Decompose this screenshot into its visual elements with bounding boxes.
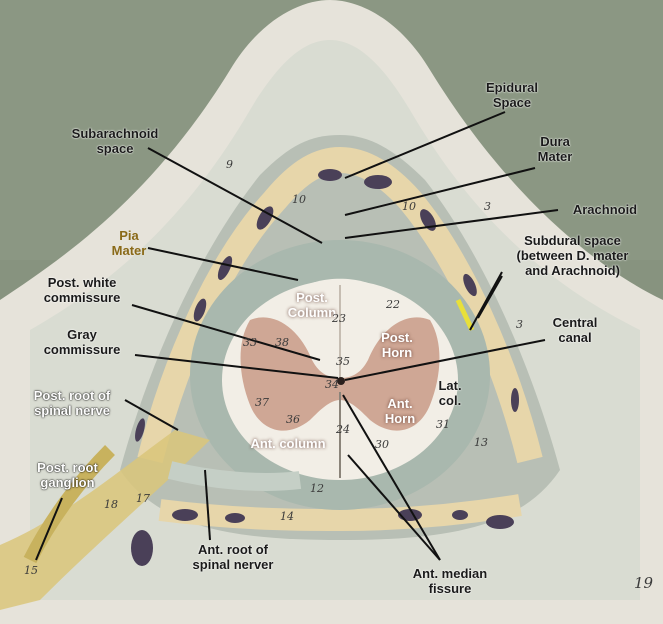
model-number: 34: [325, 378, 339, 391]
model-number: 38: [275, 336, 289, 349]
model-number: 36: [286, 413, 300, 426]
label-ant-root-spinal-nerve: Ant. root of spinal nerver: [192, 542, 274, 572]
model-number: 24: [336, 423, 350, 436]
model-number: 35: [336, 355, 350, 368]
label-post-horn: Post. Horn: [381, 330, 413, 360]
label-post-column: Post. Column: [287, 290, 337, 320]
gray-matter: [240, 317, 440, 431]
model-number: 10: [292, 193, 306, 206]
model-number: 31: [436, 418, 450, 431]
model-number: 13: [474, 436, 488, 449]
label-ant-median-fissure: Ant. median fissure: [412, 566, 488, 596]
label-dura-mater: Dura Mater: [537, 134, 573, 164]
label-subarachnoid-space: Subarachnoid space: [71, 126, 159, 156]
label-post-white-commissure: Post. white commissure: [43, 275, 121, 305]
model-number: 17: [136, 492, 150, 505]
model-number: 22: [386, 298, 400, 311]
label-subdural-space: Subdural space (between D. mater and Ara…: [516, 233, 629, 278]
label-pia-mater: Pia Mater: [111, 228, 147, 258]
label-ant-horn: Ant. Horn: [384, 396, 416, 426]
label-arachnoid: Arachnoid: [572, 202, 638, 217]
label-central-canal: Central canal: [552, 315, 598, 345]
model-number: 14: [280, 510, 294, 523]
model-number: 37: [255, 396, 269, 409]
model-number: 23: [332, 312, 346, 325]
label-epidural-space: Epidural Space: [485, 80, 538, 110]
model-number: 33: [243, 336, 257, 349]
label-lat-col: Lat. col.: [438, 378, 462, 408]
label-post-root-ganglion: Post. root ganglion: [37, 460, 98, 490]
model-number: 19: [634, 574, 654, 592]
label-post-root-spinal-nerve: Post. root of spinal nerve: [33, 388, 111, 418]
model-number: 18: [104, 498, 118, 511]
model-number: 12: [310, 482, 324, 495]
model-number: 30: [375, 438, 389, 451]
model-number: 10: [402, 200, 416, 213]
model-number: 9: [226, 158, 233, 171]
model-number: 3: [484, 200, 491, 213]
label-gray-commissure: Gray commissure: [43, 327, 121, 357]
model-number: 3: [516, 318, 523, 331]
model-number: 15: [24, 564, 38, 577]
central-canal: [337, 377, 345, 385]
label-ant-column: Ant. column: [250, 436, 326, 451]
